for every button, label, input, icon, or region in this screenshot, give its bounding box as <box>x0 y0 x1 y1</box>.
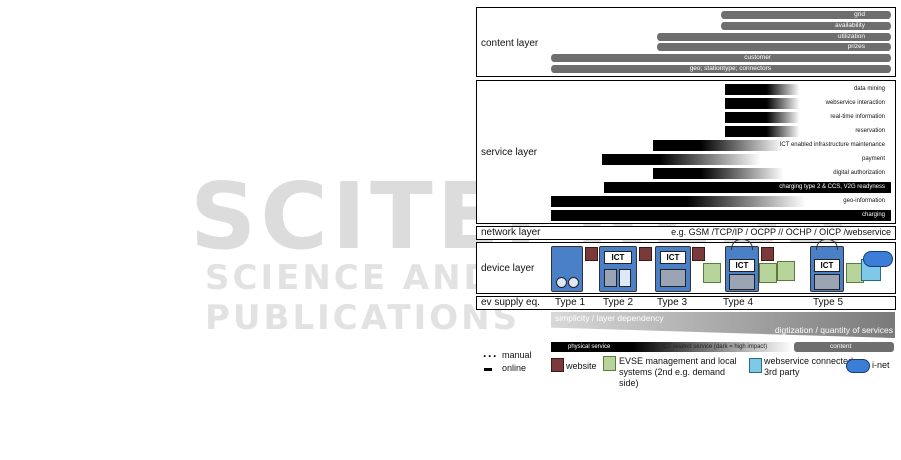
type-label-2: Type 2 <box>603 297 634 308</box>
type1-device <box>551 246 583 292</box>
plug-icon <box>619 269 631 287</box>
ict-label: ICT <box>735 261 749 270</box>
type3-device: ICT <box>655 246 691 292</box>
content-item-prizes: prizes <box>657 43 891 51</box>
content-item-grid: grid <box>721 11 891 19</box>
content-item-availability: availability <box>721 22 891 30</box>
content-item-customer: customer <box>551 54 891 62</box>
webservice-cube-icon <box>749 358 762 373</box>
ict-label: ICT <box>611 253 625 262</box>
socket-icon <box>556 277 567 288</box>
ict-service-bar <box>633 342 793 352</box>
website-icon <box>551 358 564 372</box>
type-label-5: Type 5 <box>813 297 844 308</box>
type-label-3: Type 3 <box>657 297 688 308</box>
network-protocols: e.g. GSM /TCP/IP / OCPP // OCHP / OICP /… <box>671 227 891 237</box>
service-item-webservice-interaction: webservice interaction <box>725 98 891 109</box>
service-layer-panel: service layer data mining webservice int… <box>476 80 896 224</box>
content-bar <box>794 342 894 352</box>
type2-device: ICT <box>599 246 637 292</box>
wireless-icon <box>731 239 753 250</box>
service-item-real-time-information: real-time information <box>725 112 891 123</box>
gradient-left-text: simplicity / layer dependency <box>555 313 664 323</box>
manual-legend-symbol: ··· <box>483 349 498 363</box>
socket-icon <box>604 269 617 287</box>
website-icon <box>639 247 652 261</box>
service-item-geo-information: geo-information <box>551 196 891 207</box>
device-layer-label: device layer <box>481 263 535 274</box>
ict-box: ICT <box>604 251 632 264</box>
service-layer-label: service layer <box>481 147 538 158</box>
service-item-charging-type2: charging type 2 & CCS, V2G readyness <box>604 182 891 193</box>
service-item-data-mining: data mining <box>725 84 891 95</box>
ict-box: ICT <box>660 251 686 264</box>
service-item-digital-authorization: digital authorization <box>653 168 891 179</box>
content-item-utilization: utilization <box>657 33 891 41</box>
ev-supply-label: ev supply eq. <box>481 297 540 308</box>
service-item-charging: charging <box>551 210 891 221</box>
device-layer-panel: device layer ICT ICT ICT ICT <box>476 239 896 294</box>
type-label-1: Type 1 <box>555 297 586 308</box>
cloud-icon <box>846 359 870 373</box>
ict-box: ICT <box>729 259 755 272</box>
content-bar-label: content <box>830 343 852 350</box>
ict-label: ICT <box>666 253 680 262</box>
ict-service-label: ICT related service (dark = high impact) <box>662 344 768 350</box>
socket-icon <box>568 277 579 288</box>
online-legend-symbol <box>484 368 492 371</box>
wireless-icon <box>816 239 838 250</box>
evse-management-icon <box>759 263 777 283</box>
service-item-ict-maintenance: ICT enabled infrastructure maintenance <box>653 140 891 151</box>
ev-supply-panel: ev supply eq. Type 1 Type 2 Type 3 Type … <box>476 296 896 310</box>
content-layer-panel: content layer grid availability utilizat… <box>476 7 896 77</box>
evse-legend-label: EVSE management and local systems (2nd e… <box>619 356 737 388</box>
evse-management-icon <box>777 261 795 281</box>
online-legend-label: online <box>502 363 527 373</box>
website-icon <box>585 247 598 261</box>
manual-legend-label: manual <box>502 350 532 360</box>
website-legend-label: website <box>566 361 597 371</box>
evse-management-icon <box>703 263 721 283</box>
webservice-legend-label: webservice connected 3rd party <box>764 356 854 377</box>
inet-legend-label: i-net <box>872 360 890 370</box>
service-item-reservation: reservation <box>725 126 891 137</box>
type-label-4: Type 4 <box>723 297 754 308</box>
physical-service-label: physical service <box>568 344 611 350</box>
service-item-payment: payment <box>602 154 891 165</box>
website-icon <box>761 247 774 261</box>
evse-management-icon <box>603 356 616 371</box>
cloud-icon <box>863 251 893 267</box>
website-icon <box>692 247 705 261</box>
type4-device: ICT <box>725 246 759 292</box>
type5-device: ICT <box>810 246 844 292</box>
content-layer-label: content layer <box>481 38 539 49</box>
network-layer-label: network layer <box>481 227 541 238</box>
socket-icon <box>660 269 686 287</box>
content-item-geo: geo; stationtype; connectors <box>551 65 891 73</box>
ict-box: ICT <box>814 259 840 272</box>
physical-service-bar <box>551 342 633 352</box>
ict-label: ICT <box>820 261 834 270</box>
gradient-right-text: digtization / quantity of services <box>774 325 893 335</box>
network-layer-panel: network layer e.g. GSM /TCP/IP / OCPP //… <box>476 226 896 240</box>
socket-icon <box>729 274 755 290</box>
socket-icon <box>814 274 840 290</box>
